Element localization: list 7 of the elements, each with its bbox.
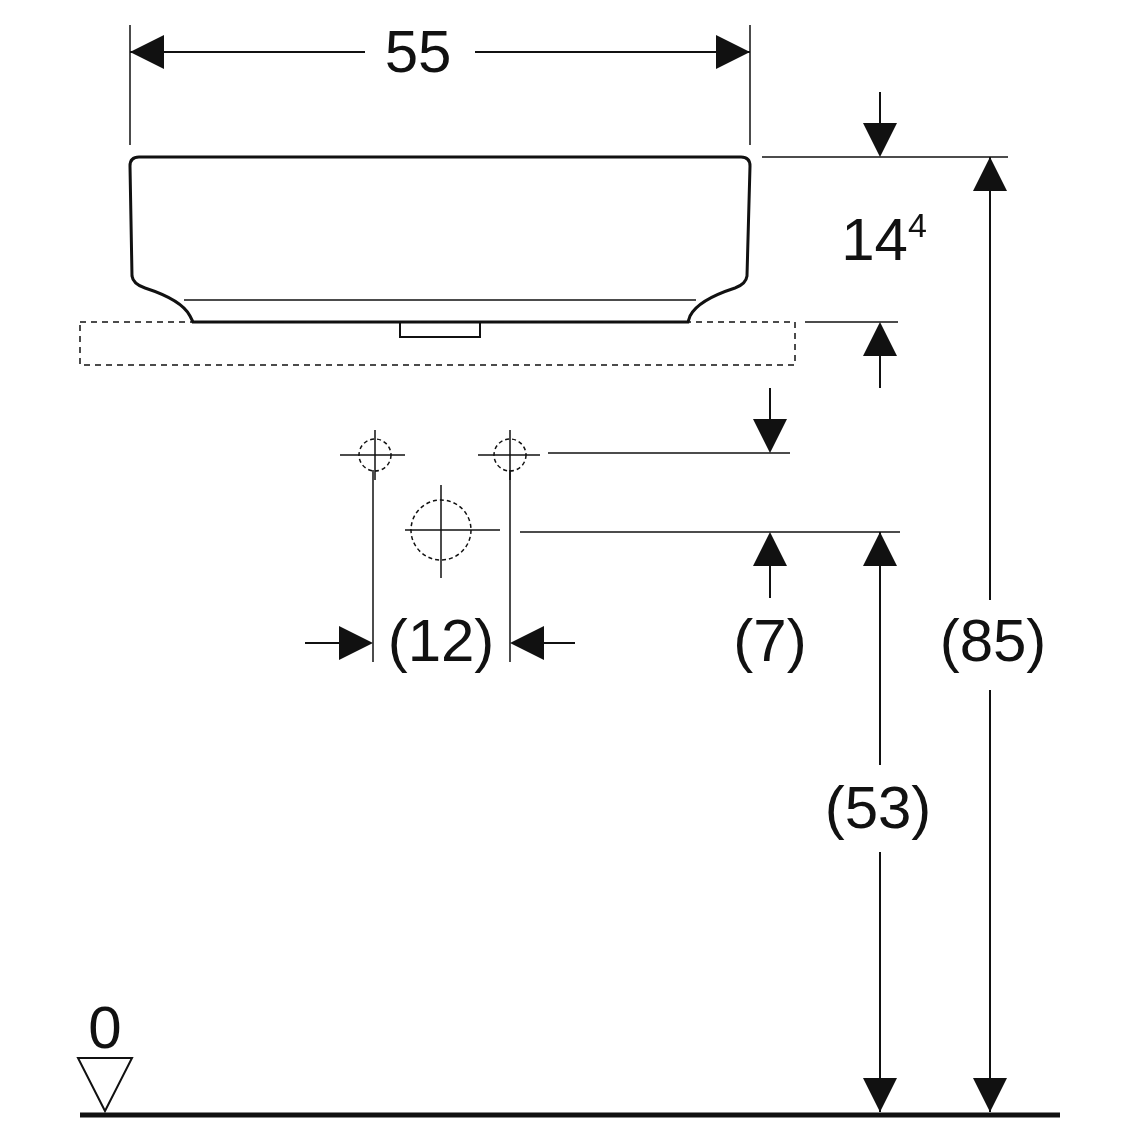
dimension-label: 14$^{4}$ xyxy=(841,210,927,270)
dimension-label: (7) xyxy=(733,611,807,671)
dimension-label: 55 xyxy=(384,22,452,82)
dimension-label: (53) xyxy=(824,778,932,838)
dimension-label: (12) xyxy=(387,611,495,671)
dimension-label: (85) xyxy=(939,611,1047,671)
dimension-label: 0 xyxy=(88,998,122,1058)
